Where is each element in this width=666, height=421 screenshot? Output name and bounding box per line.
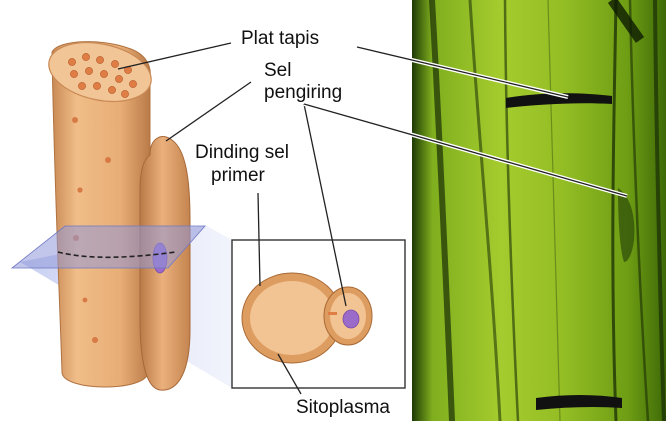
label-sitoplasma: Sitoplasma: [296, 397, 390, 419]
plasmodesma: [328, 312, 337, 315]
sieve-tube-illustration: [12, 34, 232, 390]
label-sel-pengiring-line2: pengiring: [264, 82, 342, 104]
label-plat-tapis: Plat tapis: [241, 28, 319, 50]
companion-section-nucleus: [343, 310, 359, 328]
label-dinding-sel-line2: primer: [211, 165, 265, 187]
label-dinding-sel-line1: Dinding sel: [195, 142, 289, 164]
label-sel-pengiring-line1: Sel: [264, 60, 291, 82]
sieve-tube-section-cytoplasm: [250, 281, 334, 355]
micrograph: [412, 0, 666, 421]
cross-section-inset: [232, 240, 405, 388]
